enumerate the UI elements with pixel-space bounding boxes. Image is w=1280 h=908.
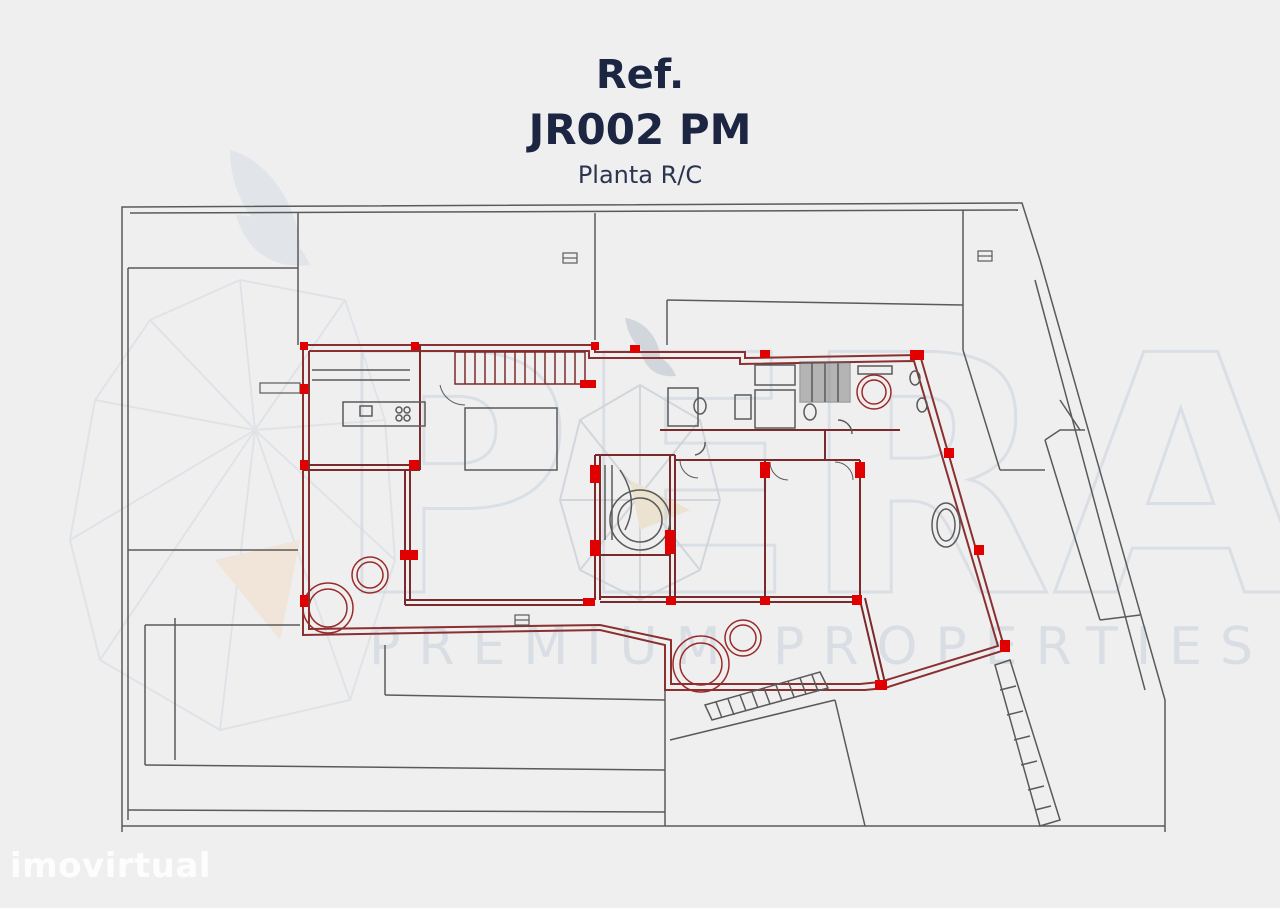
door-swings xyxy=(679,459,854,481)
round-pillars xyxy=(302,374,892,693)
title-block: Ref. JR002 PM Planta R/C xyxy=(0,48,1280,190)
structural-markers xyxy=(300,342,1010,690)
property-code: JR002 PM xyxy=(528,105,752,154)
ref-label: Ref. xyxy=(595,52,685,98)
oval-feature xyxy=(931,502,961,548)
pera-center-logo-watermark xyxy=(558,318,722,602)
building-walls xyxy=(302,344,1007,691)
site-boundary xyxy=(121,202,1166,832)
watermark-brand: PERA xyxy=(332,286,1280,670)
door-swing xyxy=(439,384,466,406)
entrance-stairs xyxy=(703,671,830,721)
kitchen-counter xyxy=(312,369,426,427)
dining-table xyxy=(464,407,558,471)
imovirtual-logo: imovirtual xyxy=(10,846,212,886)
staircase-top xyxy=(454,351,586,385)
vent-markers xyxy=(259,250,993,626)
spiral-staircase xyxy=(604,465,671,551)
floor-subtitle: Planta R/C xyxy=(577,161,703,189)
bathroom-fixtures xyxy=(667,361,928,456)
interior-walls xyxy=(303,345,900,686)
paving-stripe xyxy=(994,659,1061,827)
